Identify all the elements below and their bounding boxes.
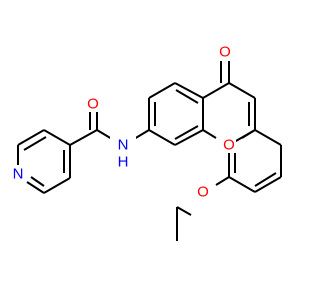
pyridine-nitrogen-label: N xyxy=(13,166,24,183)
bond xyxy=(254,172,277,187)
bond xyxy=(174,129,204,146)
bond xyxy=(254,176,282,193)
bond xyxy=(148,129,176,146)
pyridine-nitrogen-atom: N xyxy=(11,166,25,183)
bond xyxy=(43,177,71,194)
bond xyxy=(228,176,256,193)
bond xyxy=(26,181,45,194)
bonds xyxy=(17,61,282,241)
ether-oxygen-atom: O xyxy=(196,184,210,201)
amide-nitrogen-label: N xyxy=(118,137,129,154)
ring-oxygen-atom: O xyxy=(222,137,236,154)
bond xyxy=(23,136,47,151)
bond xyxy=(133,129,150,140)
bond xyxy=(43,129,71,146)
bond xyxy=(17,129,45,146)
bond xyxy=(228,82,256,99)
bond xyxy=(215,176,230,186)
ketone-oxygen-label: O xyxy=(219,44,231,61)
bond xyxy=(174,125,199,140)
ether-oxygen-label: O xyxy=(197,184,209,201)
amide-oxygen-label: O xyxy=(87,96,99,113)
bond xyxy=(69,129,98,146)
ketone-oxygen-atom: O xyxy=(218,44,232,61)
bond xyxy=(148,82,176,99)
amide-oxygen-atom: O xyxy=(86,96,100,113)
ring-oxygen-label: O xyxy=(223,137,235,154)
bond xyxy=(174,82,204,99)
amide-nitrogen-atom: N H xyxy=(110,136,136,171)
bond xyxy=(176,206,192,216)
bond xyxy=(30,176,45,187)
bond xyxy=(202,129,217,139)
atom-labels: O N H N O O O xyxy=(11,44,236,201)
amide-hydrogen-label: H xyxy=(118,154,129,171)
bond xyxy=(175,89,199,104)
molecule-structure: O N H N O O O xyxy=(11,44,282,241)
bond xyxy=(96,129,113,140)
bond xyxy=(202,82,230,99)
bond xyxy=(254,129,282,146)
